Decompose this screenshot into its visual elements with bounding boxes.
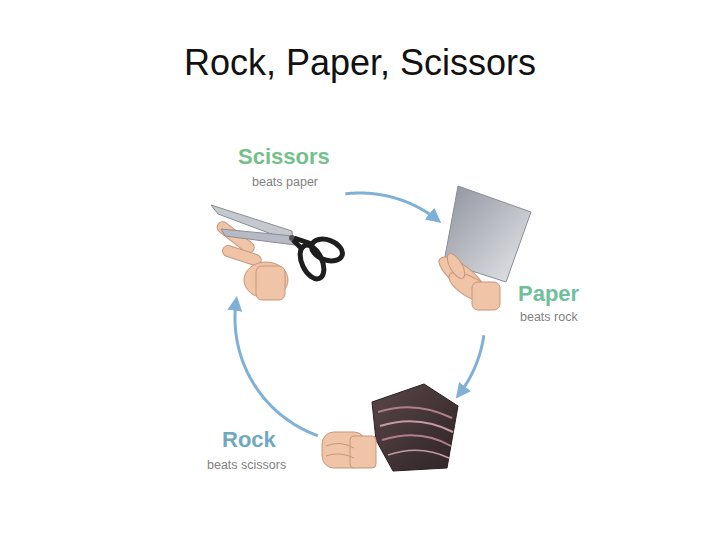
rule-note: beats rock — [520, 310, 578, 324]
diagram-node: Paper beats rock — [438, 182, 600, 335]
cycle-arrow — [345, 193, 437, 220]
cycle-arrow — [235, 300, 318, 435]
node-label: Paper — [518, 281, 579, 306]
node-label: Rock — [222, 427, 276, 452]
paper-picture — [444, 186, 531, 282]
diagram-node: Scissorsbeats paper — [205, 190, 345, 300]
fist — [322, 432, 376, 468]
rule-note: beats paper — [252, 175, 318, 189]
rock-picture — [372, 384, 458, 471]
scissors-picture — [211, 205, 345, 283]
rule-note: beats scissors — [207, 458, 286, 472]
diagram-title: Rock, Paper, Scissors — [0, 42, 720, 84]
node-label: Scissors — [238, 144, 330, 169]
flat-hand — [434, 251, 500, 310]
diagram-node: Rockbeats scissors — [318, 395, 465, 478]
cycle-arrow — [459, 335, 484, 395]
